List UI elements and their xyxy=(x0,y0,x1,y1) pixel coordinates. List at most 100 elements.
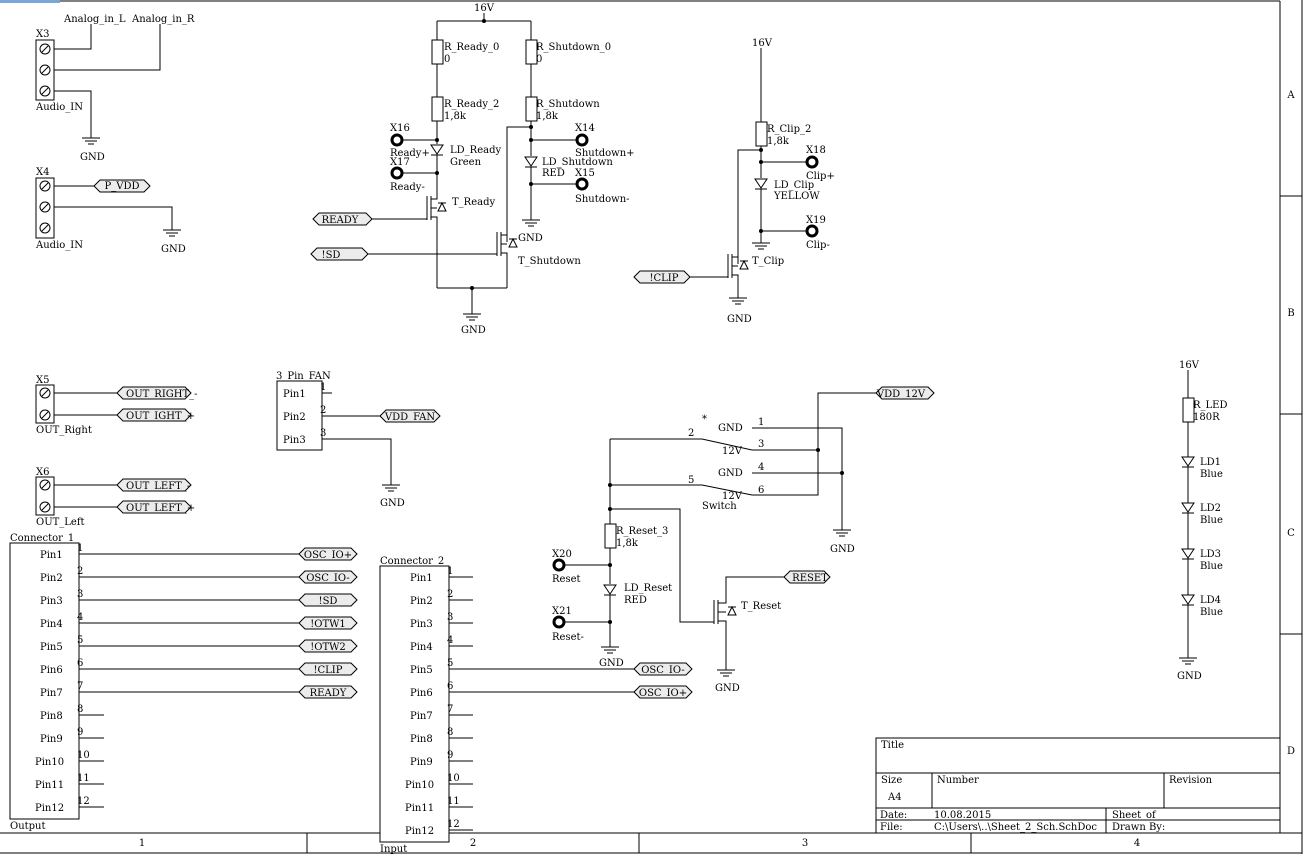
pin-number: 8 xyxy=(447,727,453,738)
x16-ref: X16 xyxy=(390,123,410,134)
port-out-right-minus: OUT_RIGHT_- xyxy=(126,389,198,400)
led-name: LD3 xyxy=(1200,549,1221,560)
tb-date-value: 10.08.2015 xyxy=(934,810,991,821)
border-row-b: B xyxy=(1287,308,1294,319)
pin-number: 6 xyxy=(77,658,83,669)
net-port-flag xyxy=(298,547,358,561)
fan-pin3: Pin3 xyxy=(283,435,306,446)
net-port-flag xyxy=(298,570,358,584)
port-out-left-minus: OUT_LEFT_- xyxy=(126,481,190,492)
border-col-4: 4 xyxy=(1134,838,1140,849)
r-clip-name: R_Clip_2 xyxy=(767,124,811,135)
tb-title-label: Title xyxy=(881,740,904,751)
pin-name: Pin1 xyxy=(410,573,433,584)
x20-ref: X20 xyxy=(552,549,572,560)
x3-name: Audio_IN xyxy=(35,102,83,113)
led-name: LD4 xyxy=(1200,595,1221,606)
pin-name: Pin4 xyxy=(410,642,433,653)
pin-name: Pin12 xyxy=(405,826,434,837)
x20-label: Reset xyxy=(552,574,581,585)
border-row-d: D xyxy=(1287,746,1295,757)
r-shutdown-name: R_Shutdown xyxy=(536,99,600,110)
pin-name: Pin10 xyxy=(405,780,434,791)
net-label: OSC_IO+ xyxy=(639,688,687,699)
switch-left-num-5: 5 xyxy=(688,475,694,486)
r-reset-value: 1,8k xyxy=(616,538,639,549)
pin-name: Pin9 xyxy=(410,757,433,768)
net-label: !CLIP xyxy=(314,665,343,676)
r-shutdown-0-name: R_Shutdown_0 xyxy=(536,42,611,53)
ld-reset-color: RED xyxy=(624,595,647,606)
net-analog-in-l: Analog_in_L xyxy=(63,14,126,25)
border-row-c: C xyxy=(1287,528,1295,539)
fan-connector: 3_Pin_FAN Pin1 Pin2 Pin3 1 2 3 VDD_FAN G… xyxy=(276,371,441,509)
pin-name: Pin7 xyxy=(410,711,433,722)
connector-1-footer: Output xyxy=(10,821,46,832)
t-shutdown-mosfet xyxy=(368,232,518,288)
ld-clip-name: LD_Clip xyxy=(774,180,814,191)
x4-gnd-label: GND xyxy=(161,244,186,255)
border-row-a: A xyxy=(1286,90,1295,101)
ld-clip-color: YELLOW xyxy=(773,191,820,202)
pin-number: 3 xyxy=(447,612,453,623)
port-ready: READY xyxy=(322,215,359,226)
pin-name: Pin9 xyxy=(40,734,63,745)
pin-name: Pin2 xyxy=(410,596,433,607)
x6-name: OUT_Left xyxy=(36,517,85,528)
x19-label: Clip- xyxy=(806,240,830,251)
ld-reset-name: LD_Reset xyxy=(624,583,672,594)
pin-name: Pin11 xyxy=(405,803,434,814)
switch-row4-num: 6 xyxy=(758,485,764,496)
fan-name: 3_Pin_FAN xyxy=(276,371,331,382)
pin-name: Pin6 xyxy=(40,665,63,676)
led-chain: 16V R_LED 180R LD1BlueLD2BlueLD3BlueLD4B… xyxy=(1177,360,1228,682)
t-reset-label: T_Reset xyxy=(741,601,781,612)
x16-label: Ready+ xyxy=(390,148,430,159)
led-diode-icon xyxy=(1181,502,1195,513)
switch-row2-num: 3 xyxy=(758,439,764,450)
x4-name: Audio_IN xyxy=(35,240,83,251)
pin-number: 11 xyxy=(77,773,90,784)
clip-gnd-label: GND xyxy=(727,314,752,325)
t-reset-mosfet xyxy=(713,576,788,670)
x4-ref: X4 xyxy=(36,167,49,178)
led-color: Blue xyxy=(1200,607,1223,618)
t-clip-label: T_Clip xyxy=(752,256,784,267)
port-sd: !SD xyxy=(322,250,341,261)
pin-name: Pin6 xyxy=(410,688,433,699)
net-label: !SD xyxy=(319,596,338,607)
pin-name: Pin10 xyxy=(35,757,64,768)
pin-number: 1 xyxy=(447,566,453,577)
net-label: READY xyxy=(310,688,347,699)
reset-gnd-right: GND xyxy=(715,683,740,694)
net-label: OSC_IO- xyxy=(306,573,350,584)
rs-gnd-lower: GND xyxy=(461,325,486,336)
pin-name: Pin11 xyxy=(35,780,64,791)
r-ready-0-name: R_Ready_0 xyxy=(444,42,499,53)
border-col-2: 2 xyxy=(470,838,476,849)
ready-shutdown-circuit: 16V R_Ready_0 0 R_Shutdown_0 0 R_Ready_2… xyxy=(310,3,635,336)
tb-size-value: A4 xyxy=(887,792,902,803)
pin-number: 12 xyxy=(77,796,90,807)
led-name: LD2 xyxy=(1200,503,1221,514)
led-diode-icon xyxy=(1181,548,1195,559)
switch-label: Switch xyxy=(702,501,737,512)
port-vdd-fan: VDD_FAN xyxy=(384,412,436,423)
ld-ready-name: LD_Ready xyxy=(450,145,501,156)
led-chain-supply: 16V xyxy=(1179,360,1200,371)
switch-row2-name: 12V xyxy=(722,446,743,457)
t-shutdown-label: T_Shutdown xyxy=(518,256,581,267)
x21-label: Reset- xyxy=(552,632,584,643)
port-clip: !CLIP xyxy=(650,273,679,284)
fan-num2: 2 xyxy=(320,405,326,416)
net-label: !OTW2 xyxy=(310,642,346,653)
ld-shutdown-color: RED xyxy=(542,168,565,179)
connector-2-footer: Input xyxy=(380,844,407,854)
net-port-flag xyxy=(298,662,358,676)
net-port-flag xyxy=(298,593,358,607)
pin-number: 7 xyxy=(77,681,83,692)
reset-gnd-left: GND xyxy=(599,658,624,669)
pin-number: 10 xyxy=(77,750,90,761)
